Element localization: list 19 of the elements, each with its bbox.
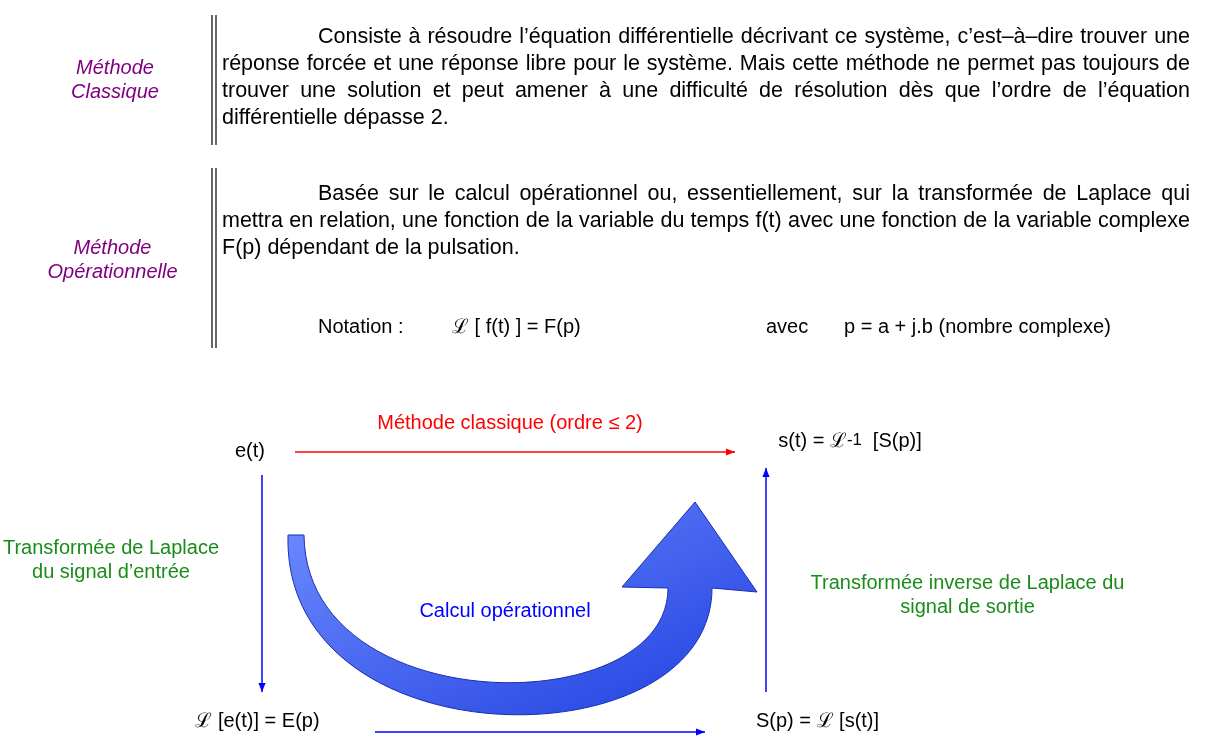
notation-text: avec — [766, 314, 810, 338]
notation-text: Notation : — [318, 314, 405, 338]
arrow — [762, 467, 770, 693]
edge-label: Transformée inverse de Laplace du signal de sortie — [809, 570, 1126, 618]
arrow — [294, 448, 736, 456]
formula-text: ℒ [e(t)] = E(p) — [140, 692, 375, 747]
arrow-label: Calcul opérationnel — [418, 598, 592, 622]
paragraph: Basée sur le calcul opérationnel ou, essentiellement, sur la transformée de Laplace qui mettra en relation, une fonction de la variable du temps f(t) avec une fonction de la variable complexe F(p) dépendant de la pulsation. — [222, 180, 1190, 261]
notation-text: p = a + j.b (nombre complexe) — [844, 314, 1112, 338]
method-title: Méthode Opérationnelle — [46, 235, 179, 283]
edge-label: Méthode classique (ordre ≤ 2) — [376, 410, 644, 434]
edge-label: Transformée de Laplace du signal d’entrée — [1, 535, 220, 583]
method-title: Méthode Classique — [70, 55, 160, 103]
arrow — [374, 728, 706, 736]
formula-text: S(p) = ℒ [s(t)] — [705, 692, 930, 747]
arrow — [258, 474, 266, 693]
formula-text: e(t) — [205, 425, 295, 475]
paragraph: Consiste à résoudre l’équation différentielle décrivant ce système, c’est–à–dire trouver une réponse forcée et une réponse libre pour le système. Mais cette méthode ne permet pas toujours de trouver une solution et peut amener à une difficulté de résolution dès que l’ordre de l’équation différentielle dépasse 2. — [222, 23, 1190, 131]
formula-text: ℒ [ f(t) ] = F(p) — [452, 314, 582, 338]
